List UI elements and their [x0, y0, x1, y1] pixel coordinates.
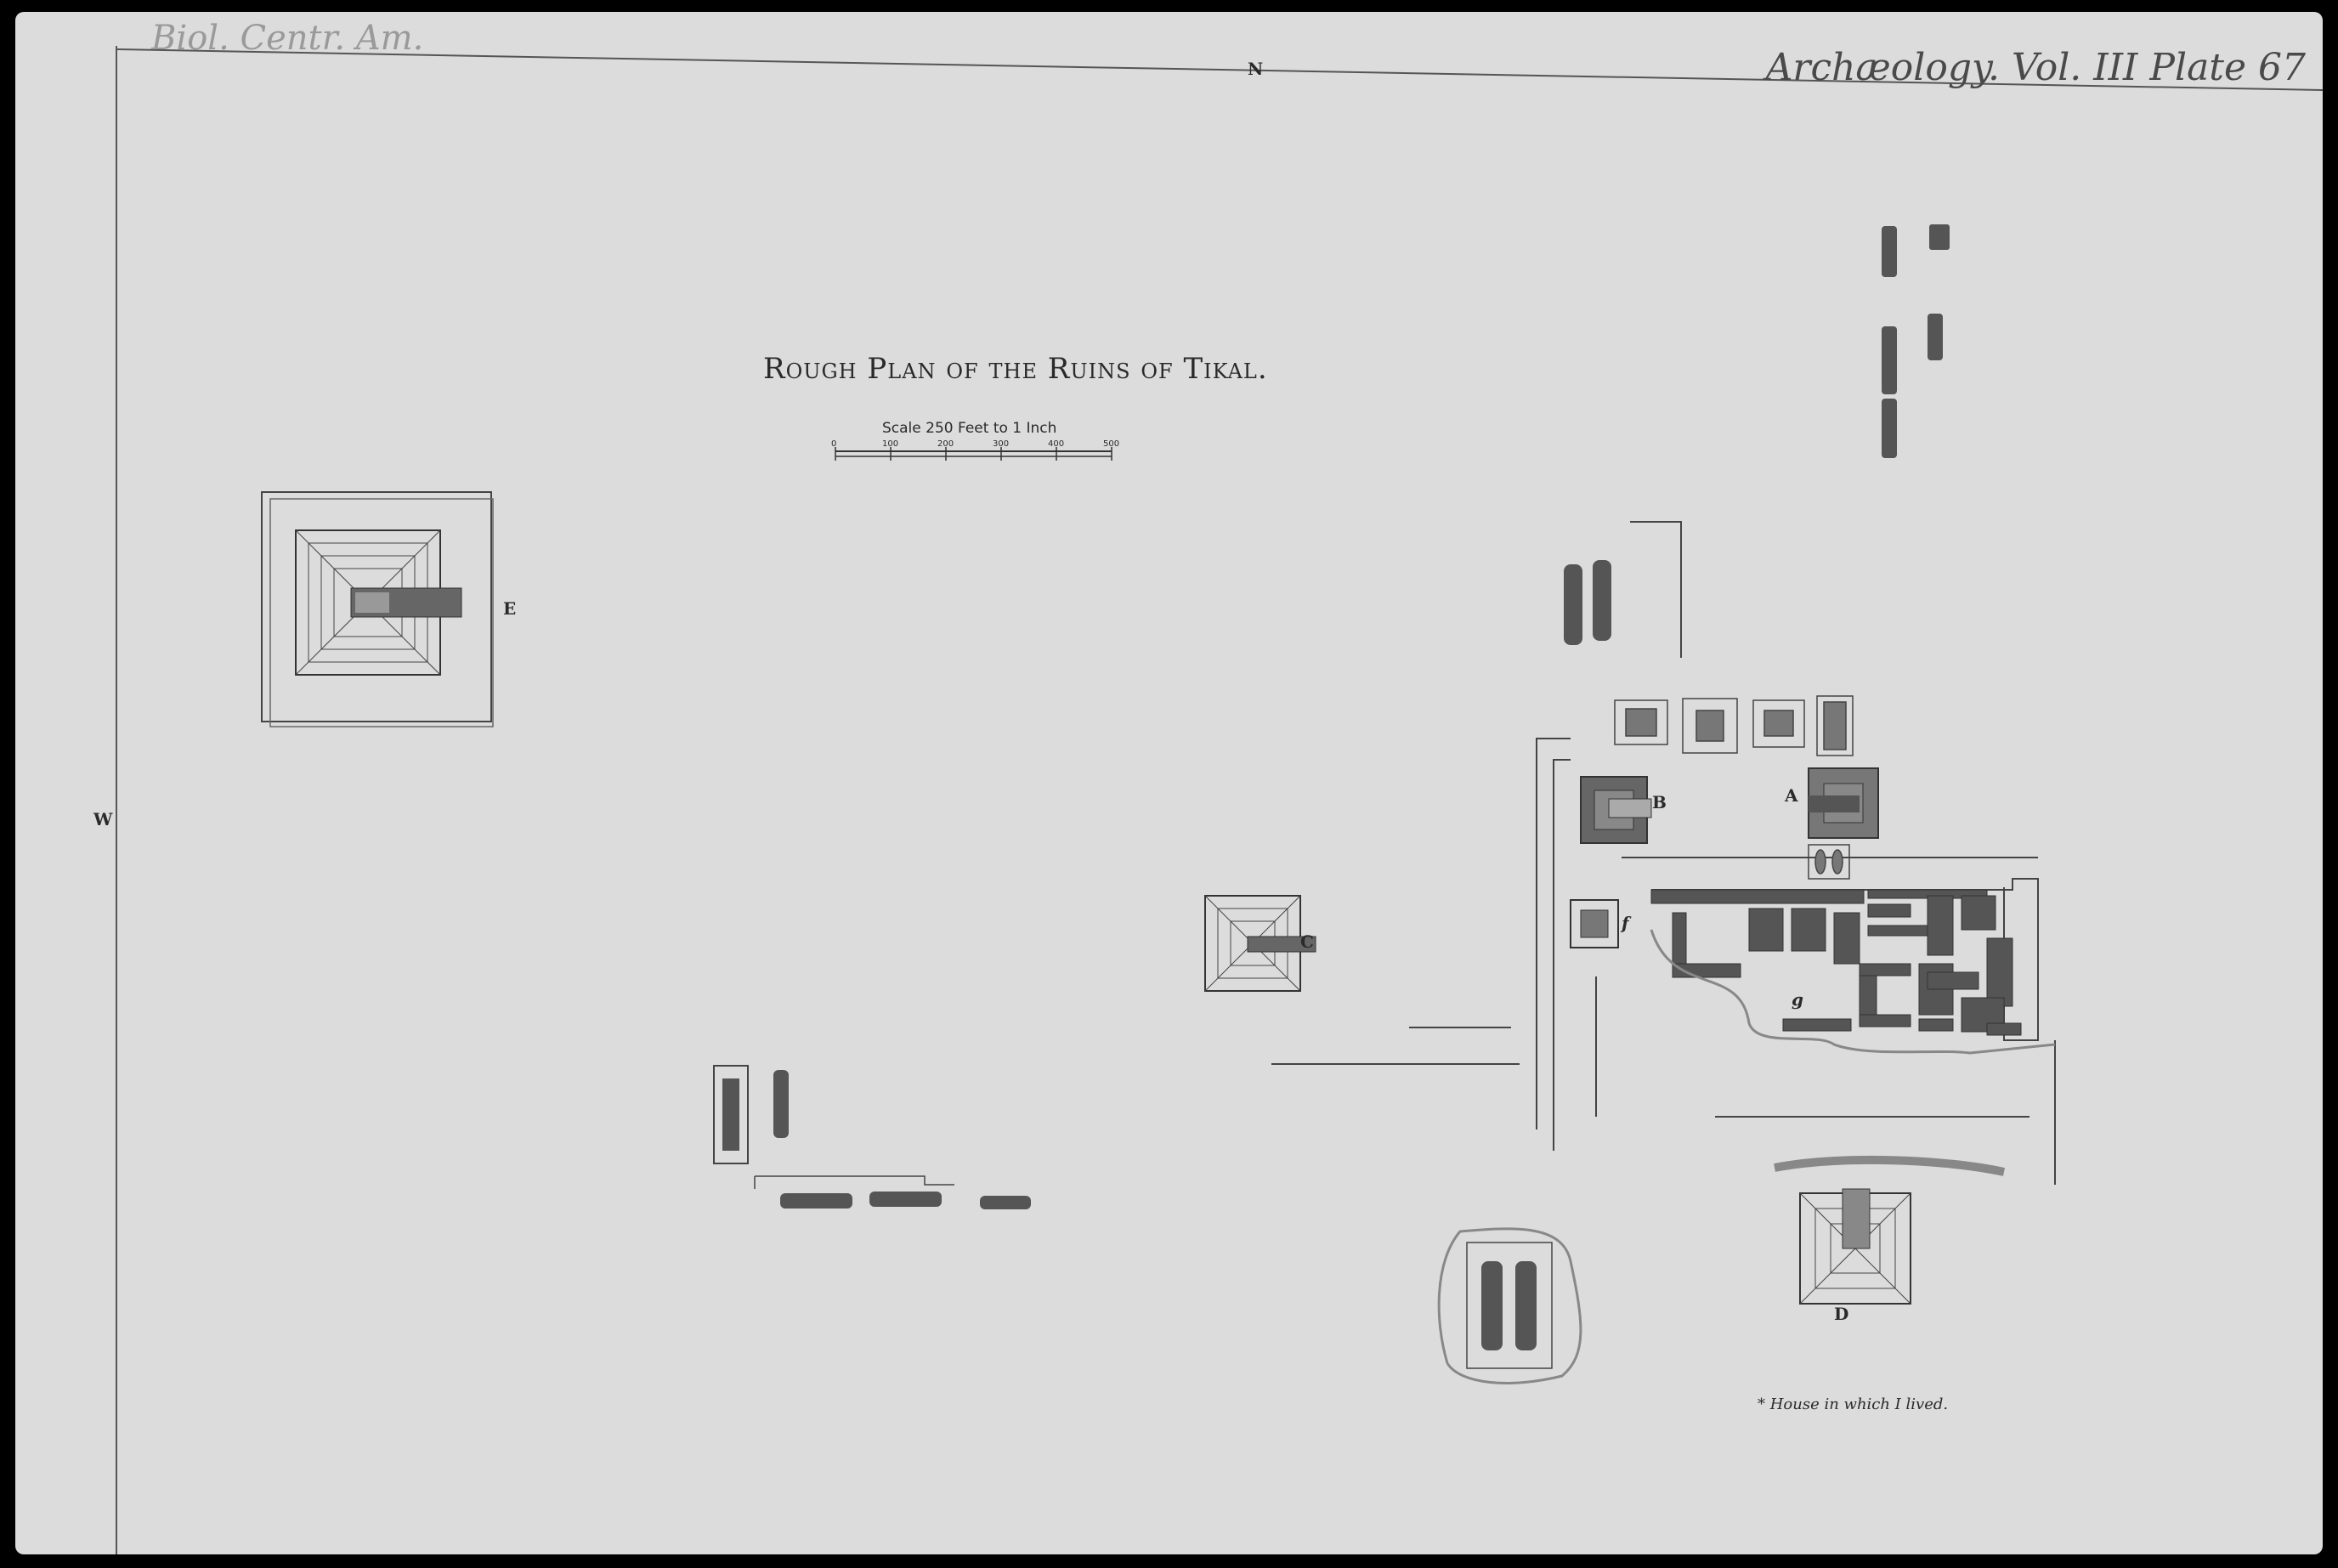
label-structure-a: A — [1785, 785, 1798, 806]
header-left-text: Biol. Centr. Am. — [151, 19, 424, 58]
west-label: W — [93, 809, 113, 829]
scale-tick-label: 500 — [1103, 439, 1120, 449]
structure-a-pyramid — [1808, 767, 1879, 839]
structure-b-pyramid — [1553, 759, 1652, 1151]
structure-a-small-mounds — [1808, 844, 1850, 880]
structure-f-pyramid — [1570, 899, 1619, 948]
north-group-structures — [1882, 224, 1950, 458]
label-structure-e: E — [503, 598, 517, 619]
scale-tick-label: 100 — [882, 439, 899, 449]
palace-complex — [1650, 878, 2039, 1041]
scale-tick-label: 400 — [1048, 439, 1065, 449]
frame-top-border — [116, 48, 2323, 91]
scale-label: Scale 250 Feet to 1 Inch — [882, 420, 1057, 437]
scale-tick-label: 300 — [993, 439, 1010, 449]
structure-d-pyramid — [1774, 1155, 2006, 1305]
label-structure-d: D — [1834, 1304, 1849, 1324]
label-structure-f: f — [1622, 913, 1629, 933]
label-structure-g: g — [1792, 989, 1803, 1010]
house-note: * House in which I lived. — [1758, 1395, 1949, 1413]
scale-bar — [835, 447, 1112, 461]
plate-sheet: Biol. Centr. Am. Archæology. Vol. III Pl… — [15, 12, 2323, 1554]
label-structure-c: C — [1300, 931, 1314, 952]
scale-tick-label: 0 — [831, 439, 837, 449]
small-pyramid-row — [1614, 695, 1854, 756]
site-plan-drawing — [116, 48, 2323, 1384]
map-title: Rough Plan of the Ruins of Tikal. — [763, 352, 1268, 386]
scale-tick-label: 200 — [937, 439, 954, 449]
frame-left-border — [116, 46, 117, 1554]
mound-pair-north — [1564, 560, 1611, 645]
label-structure-b: B — [1652, 792, 1667, 812]
enclosure-lines — [1271, 521, 2056, 1185]
mound-group-south — [1437, 1227, 1582, 1384]
mound-group-southwest — [713, 1065, 1031, 1209]
north-label: N — [1248, 59, 1264, 79]
structure-c-pyramid — [1204, 895, 1316, 992]
plate-header: Archæology. Vol. III Plate 67 — [1765, 46, 2306, 89]
palace-outline — [1650, 929, 2056, 1055]
structure-e-pyramid — [261, 491, 494, 727]
